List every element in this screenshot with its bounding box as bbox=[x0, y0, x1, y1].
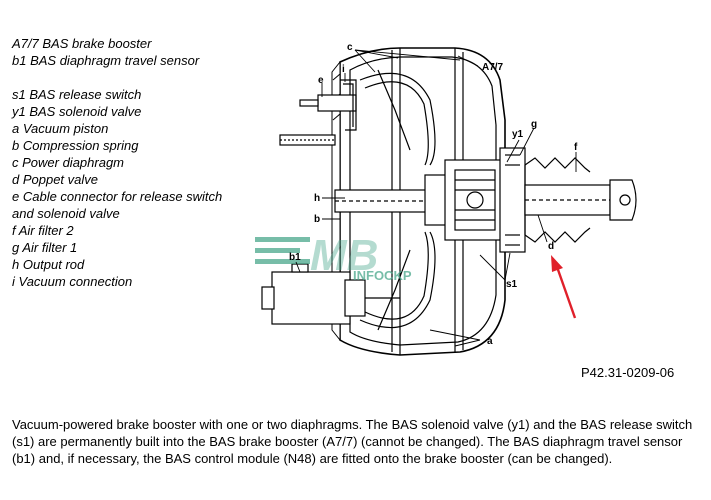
watermark-main: MB bbox=[310, 231, 378, 280]
label-s1: s1 bbox=[506, 279, 518, 290]
label-h: h bbox=[314, 193, 320, 204]
legend-item-y1: y1 BAS solenoid valve bbox=[12, 104, 142, 119]
label-b: b bbox=[314, 214, 320, 225]
legend-item-e: e Cable connector for release switch and… bbox=[12, 189, 223, 221]
label-a: a bbox=[487, 336, 493, 347]
watermark-sub: INFOCKP bbox=[353, 268, 412, 283]
red-pointer-arrow bbox=[551, 255, 577, 319]
valve-body bbox=[444, 159, 506, 241]
legend-item-b1: b1 BAS diaphragm travel sensor bbox=[12, 53, 200, 68]
legend: A7/7 BAS brake booster b1 BAS diaphragm … bbox=[12, 35, 242, 290]
label-e: e bbox=[318, 75, 324, 86]
legend-item-d: d Poppet valve bbox=[12, 172, 99, 187]
legend-item-f: f Air filter 2 bbox=[12, 223, 74, 238]
watermark: MB INFOCKP bbox=[255, 231, 412, 283]
legend-item-i: i Vacuum connection bbox=[12, 274, 133, 289]
power-diaphragm bbox=[359, 69, 436, 331]
label-d: d bbox=[548, 241, 554, 252]
label-i: i bbox=[342, 64, 345, 75]
mounting-rod bbox=[279, 134, 336, 146]
label-y1: y1 bbox=[512, 129, 524, 140]
legend-item-g: g Air filter 1 bbox=[12, 240, 78, 255]
label-g: g bbox=[531, 119, 537, 130]
legend-item-h: h Output rod bbox=[12, 257, 85, 272]
vacuum-connection bbox=[299, 79, 357, 131]
brake-booster-diagram: MB INFOCKP c A7/7 e i y1 g f h b bbox=[255, 42, 637, 356]
solenoid-valve bbox=[499, 147, 526, 253]
legend-item-s1: s1 BAS release switch bbox=[12, 87, 142, 102]
diaphragm-travel-sensor bbox=[261, 263, 400, 325]
caption: Vacuum-powered brake booster with one or… bbox=[12, 417, 693, 466]
label-a7-7: A7/7 bbox=[482, 62, 504, 73]
legend-item-b: b Compression spring bbox=[12, 138, 139, 153]
callout-labels: c A7/7 e i y1 g f h b b1 d s1 a bbox=[289, 42, 578, 347]
reference-code: P42.31-0209-06 bbox=[581, 365, 675, 380]
leader-lines bbox=[295, 49, 577, 347]
output-rod bbox=[334, 174, 456, 226]
label-b1: b1 bbox=[289, 252, 301, 263]
label-c: c bbox=[347, 42, 353, 53]
legend-item-a7-7: A7/7 BAS brake booster bbox=[12, 36, 152, 51]
label-f: f bbox=[574, 142, 578, 153]
legend-item-c: c Power diaphragm bbox=[12, 155, 124, 170]
legend-item-a: a Vacuum piston bbox=[12, 121, 109, 136]
input-rod bbox=[524, 179, 637, 221]
